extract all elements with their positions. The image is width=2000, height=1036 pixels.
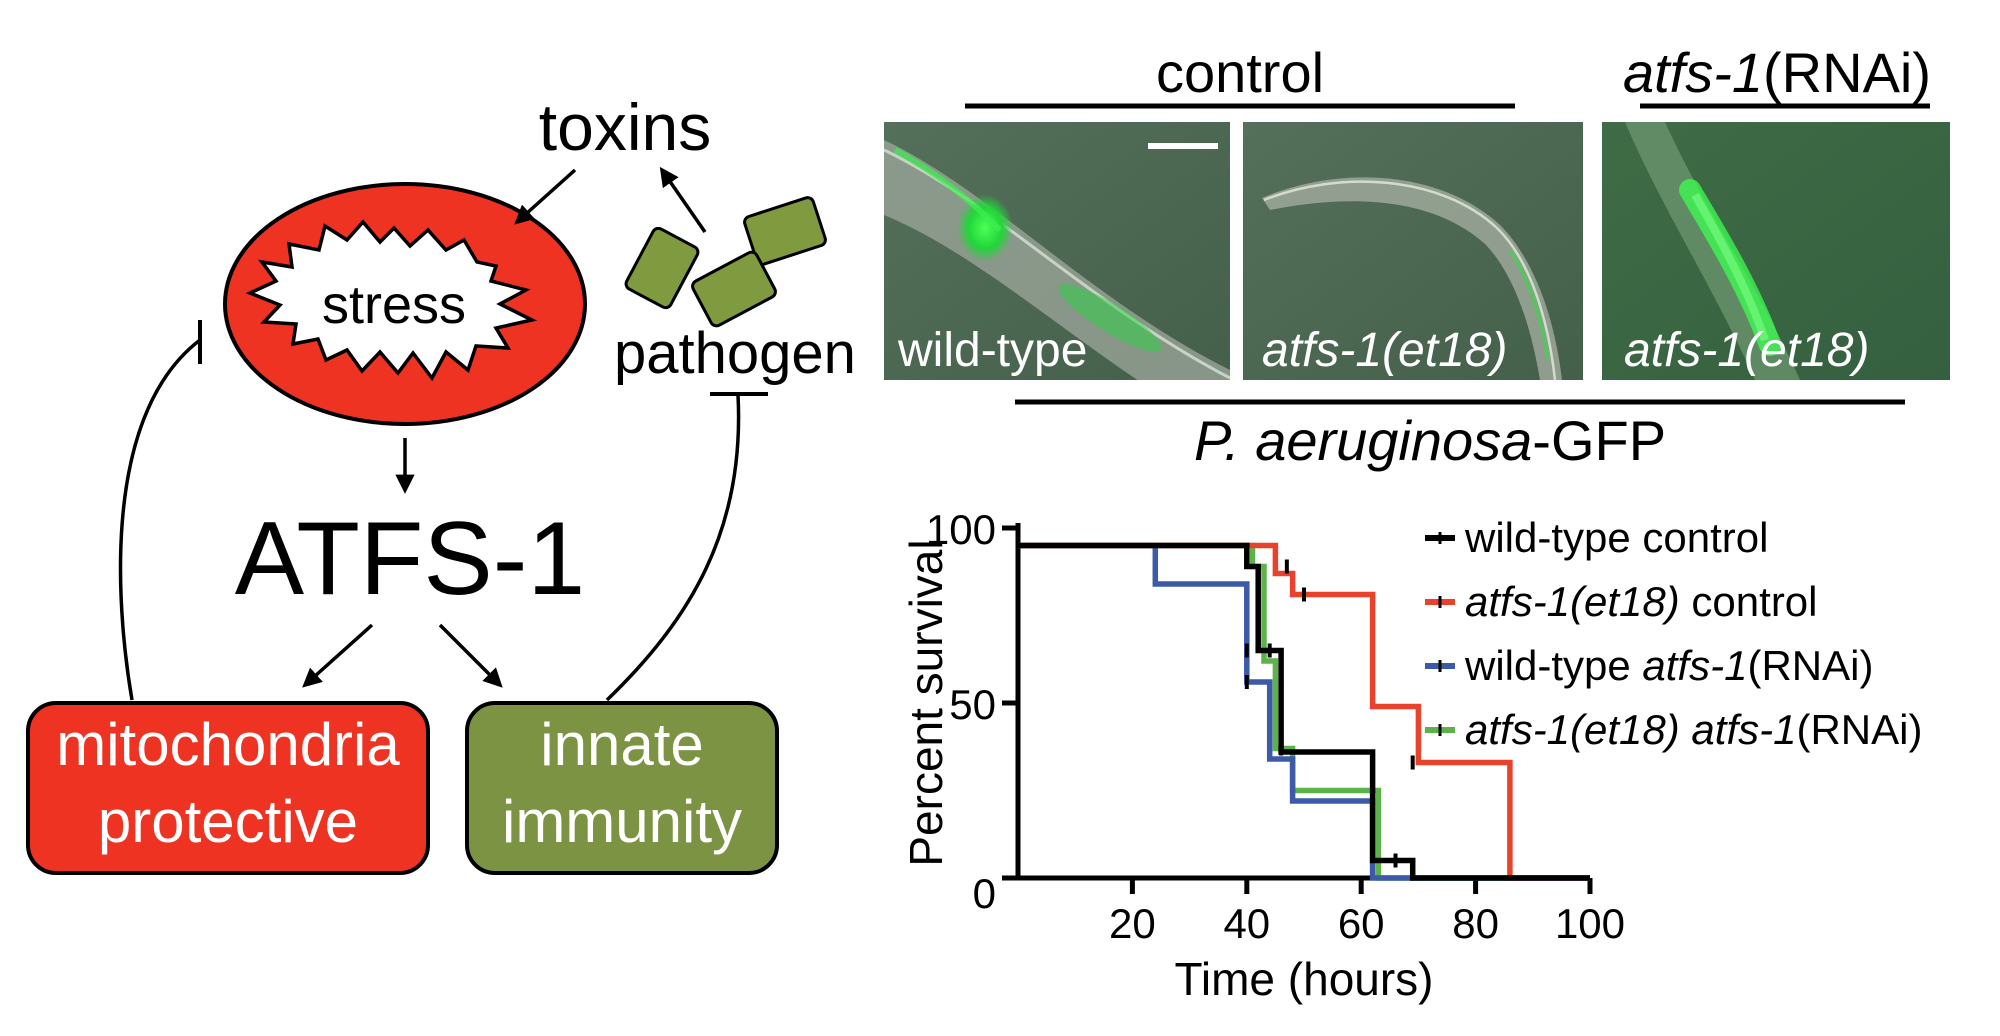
- chart-series: [1018, 542, 1590, 881]
- series-line: [1018, 542, 1590, 881]
- rnai-label: atfs-1(RNAi): [1623, 41, 1931, 104]
- pathogen-bacteria: [624, 196, 827, 328]
- legend-label: wild-type atfs-1(RNAi): [1464, 642, 1873, 689]
- pathway-diagram: toxins stress pathogen ATFS-1 mitochondr…: [26, 90, 856, 875]
- stress-label: stress: [322, 275, 466, 335]
- y-tick-label: 50: [949, 681, 996, 728]
- pathogen-gfp-label-plain: -GFP: [1532, 409, 1666, 472]
- chart-axes: 0 50 100 20 40 60 80 100: [926, 506, 1625, 947]
- y-tick-label: 100: [926, 506, 996, 553]
- mito-inhibits-stress-line: [118, 338, 202, 701]
- legend-label: atfs-1(et18) control: [1465, 578, 1818, 625]
- micrograph-panel: control atfs-1(RNAi) wild-type: [884, 41, 1950, 472]
- micrograph-wild-type: wild-type: [884, 122, 1230, 380]
- innate-box-line1: innate: [540, 711, 703, 778]
- series-line: [1018, 542, 1590, 881]
- micrograph-atfs1-et18-rnai: atfs-1(et18): [1602, 122, 1950, 380]
- chart-x-axis-label: Time (hours): [1175, 953, 1434, 1005]
- bacterium: [743, 196, 827, 266]
- panel-label: atfs-1(et18): [1624, 324, 1869, 377]
- x-tick-label: 20: [1109, 900, 1156, 947]
- pathogen-label: pathogen: [614, 321, 856, 386]
- pathogen-to-toxins-arrow: [659, 166, 707, 233]
- immunity-inhibits-pathogen-line: [605, 394, 741, 702]
- rnai-label-italic: atfs-1: [1623, 41, 1763, 104]
- innate-immunity-box: innate immunity: [465, 701, 779, 875]
- micrograph-atfs1-et18-control: atfs-1(et18): [1243, 122, 1583, 380]
- panel-label: atfs-1(et18): [1262, 324, 1507, 377]
- chart-legend: wild-type control atfs-1(et18) control wil…: [1425, 514, 1922, 753]
- control-label: control: [1156, 41, 1324, 104]
- atfs1-to-immunity-arrow: [438, 623, 503, 688]
- toxins-to-stress-arrow: [514, 168, 577, 225]
- chart-y-axis-label: Percent survival: [900, 539, 952, 866]
- x-tick-label: 80: [1452, 900, 1499, 947]
- mitochondrion: stress: [223, 182, 587, 426]
- panel-label: wild-type: [897, 324, 1087, 377]
- y-tick-label: 0: [973, 870, 996, 917]
- atfs1-to-mito-arrow: [302, 623, 374, 688]
- rnai-label-plain: (RNAi): [1763, 41, 1931, 104]
- mitochondrion-cristae: [245, 219, 538, 382]
- innate-box-line2: immunity: [502, 788, 742, 855]
- atfs1-label: ATFS-1: [235, 501, 586, 617]
- mitochondria-protective-box: mitochondria protective: [26, 701, 430, 875]
- pathogen-gfp-label: P. aeruginosa-GFP: [1194, 409, 1666, 472]
- survival-chart: Percent survival Time (hours) 0 50 100 20 40…: [900, 506, 1922, 1005]
- toxins-label: toxins: [539, 90, 711, 164]
- x-tick-label: 40: [1223, 900, 1270, 947]
- legend-label: wild-type control: [1464, 514, 1768, 561]
- x-tick-label: 60: [1338, 900, 1385, 947]
- mito-box-line1: mitochondria: [56, 711, 400, 778]
- mito-box-line2: protective: [98, 788, 358, 855]
- bacterium: [624, 226, 700, 310]
- legend-label: atfs-1(et18) atfs-1(RNAi): [1465, 706, 1922, 753]
- pathogen-gfp-label-italic: P. aeruginosa: [1194, 409, 1532, 472]
- bacterium: [691, 250, 777, 328]
- series-line: [1018, 542, 1590, 881]
- x-tick-label: 100: [1555, 900, 1625, 947]
